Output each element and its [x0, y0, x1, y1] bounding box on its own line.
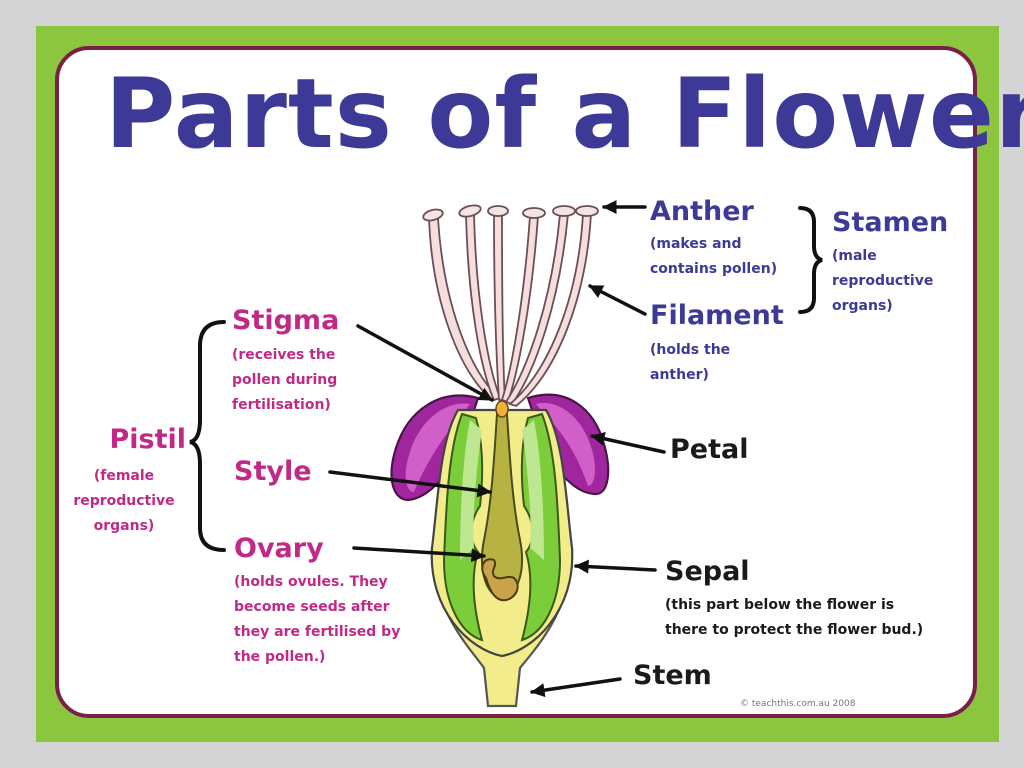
- petal-pointer: [590, 431, 666, 454]
- sepal-label: Sepal: [665, 556, 750, 587]
- pistil-label: Pistil: [109, 424, 186, 455]
- anther-6: [575, 205, 599, 217]
- sepal-desc: (this part below the flower is there to …: [665, 597, 924, 638]
- sepals: [442, 412, 562, 642]
- anther-4: [522, 207, 546, 219]
- ovary-desc: (holds ovules. They become seeds after t…: [234, 574, 401, 665]
- sepal-pointer: [574, 559, 657, 574]
- ovary-pointer: [352, 546, 486, 563]
- anther-3: [487, 205, 509, 217]
- petal-label: Petal: [670, 434, 749, 465]
- filament-label: Filament: [650, 300, 784, 331]
- ovules: [481, 558, 519, 602]
- copyright-credit: © teachthis.com.au 2008: [740, 699, 856, 709]
- anther-1: [422, 208, 444, 222]
- ovary-label: Ovary: [234, 533, 324, 564]
- pistil-brace: [189, 320, 226, 552]
- style-pointer: [328, 470, 492, 498]
- filaments: [428, 213, 592, 408]
- braces: [189, 206, 823, 552]
- stem-pointer: [530, 677, 622, 698]
- filament-4: [500, 215, 539, 404]
- anther-label: Anther: [650, 196, 754, 227]
- stem-label: Stem: [633, 660, 712, 691]
- stigma-desc: (receives the pollen during fertilisatio…: [232, 347, 338, 413]
- pistil-desc: (female reproductive organs): [73, 468, 175, 534]
- stamen-brace: [798, 206, 823, 314]
- anther-desc: (makes and contains pollen): [650, 236, 778, 277]
- stamen-label: Stamen: [832, 207, 949, 238]
- anther-2: [458, 204, 482, 218]
- filament-3: [493, 213, 506, 401]
- style-label: Style: [234, 456, 312, 487]
- anthers: [422, 204, 599, 222]
- sepal-right-inner: [522, 420, 544, 560]
- poster-title: Parts of a Flower: [105, 58, 1024, 170]
- stigma-pointer: [356, 324, 494, 402]
- stigma-label: Stigma: [232, 305, 340, 336]
- filament-6: [508, 213, 592, 408]
- pointer-lines: [328, 200, 666, 698]
- stigma-shape: [495, 400, 509, 418]
- filament-pointer: [588, 284, 647, 316]
- filament-desc: (holds the anther): [650, 342, 731, 383]
- petal-right-shade: [536, 403, 595, 486]
- anther-5: [552, 205, 576, 217]
- stamen-desc: (male reproductive organs): [832, 248, 934, 314]
- petal-left-shade: [405, 403, 470, 492]
